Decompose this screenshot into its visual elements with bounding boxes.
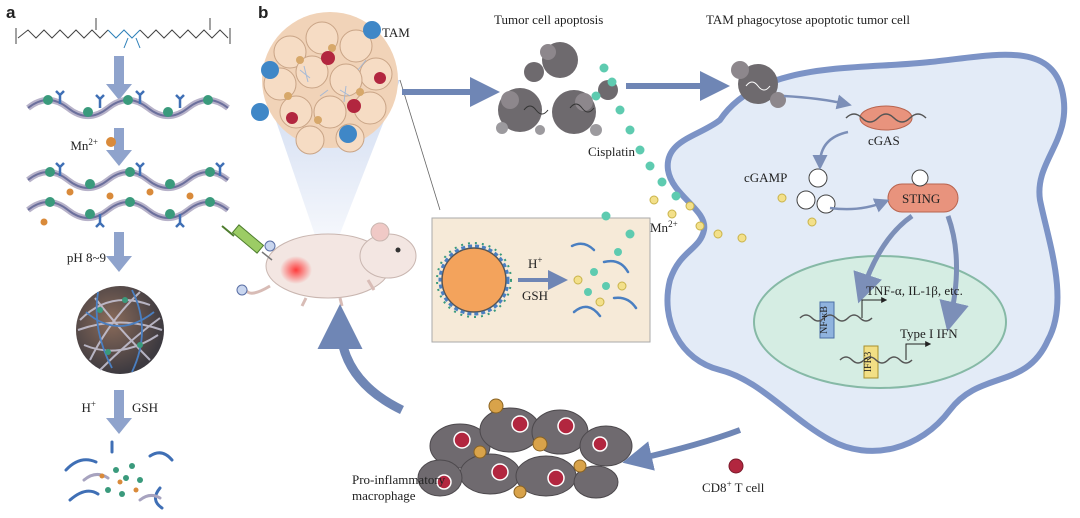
tumor-site	[280, 256, 312, 284]
ph-label: pH 8~9	[67, 250, 106, 265]
polymer-structure	[15, 18, 231, 49]
inset-box	[431, 217, 651, 343]
ifn-label: Type I IFN	[900, 326, 958, 341]
cytokines-label: TNF-α, IL-1β, etc.	[866, 283, 963, 298]
cgas	[845, 105, 927, 131]
panel-a-arrows	[106, 56, 132, 434]
apoptotic-tumor-cells	[496, 42, 618, 136]
cd8-label: CD8+ T cell	[702, 479, 765, 495]
degraded-fragments	[64, 440, 174, 510]
cd8-tcell-icon	[728, 458, 744, 474]
crosslinked-chains	[26, 162, 230, 228]
macrophage-label-line1: Pro-inflammatory	[352, 472, 446, 487]
irf3-gene	[839, 341, 932, 379]
apoptosis-title: Tumor cell apoptosis	[494, 12, 603, 27]
cisplatin-particles	[591, 63, 681, 239]
polymer-chain	[26, 90, 230, 119]
proinflammatory-macrophages	[417, 398, 633, 499]
irf3-label: IFR3	[863, 352, 874, 373]
inset-h-label: H+	[528, 255, 542, 271]
engulfed-cell	[731, 61, 786, 108]
tam-label: TAM	[382, 25, 410, 40]
tam-cell	[664, 51, 1068, 454]
gsh-label-a: GSH	[132, 400, 158, 415]
cisplatin-label: Cisplatin	[588, 144, 635, 159]
syringe-icon	[221, 224, 276, 296]
panel-a-label: a	[6, 3, 16, 22]
h-label-a: H+	[82, 399, 96, 415]
mn-ion-icon	[106, 137, 116, 147]
tam-cells	[251, 21, 381, 143]
phagocytose-title: TAM phagocytose apoptotic tumor cell	[706, 12, 910, 27]
nfkb-label: NF-κB	[819, 306, 830, 334]
cgamp-label: cGAMP	[744, 170, 787, 185]
sting-label: STING	[902, 191, 940, 206]
macrophage-label-line2: macrophage	[352, 488, 416, 503]
nucleus	[753, 255, 1007, 389]
panel-a: a	[6, 3, 231, 510]
nanoparticle	[76, 286, 164, 374]
mn-label-b: Mn2+	[650, 219, 678, 235]
mn-label-a: Mn2+	[70, 137, 98, 153]
nfkb-gene	[799, 297, 888, 339]
panel-b-label: b	[258, 3, 268, 22]
tumor-cluster	[251, 12, 398, 155]
flow-arrows	[317, 71, 742, 471]
inset-pointer-line	[399, 79, 441, 211]
panel-b: b TAM	[221, 3, 1068, 503]
sting	[887, 169, 959, 213]
pathway-arrows	[783, 94, 969, 332]
cgas-label: cGAS	[868, 133, 900, 148]
mouse	[244, 222, 417, 307]
mn-particles	[649, 193, 817, 243]
inset-gsh-label: GSH	[522, 288, 548, 303]
